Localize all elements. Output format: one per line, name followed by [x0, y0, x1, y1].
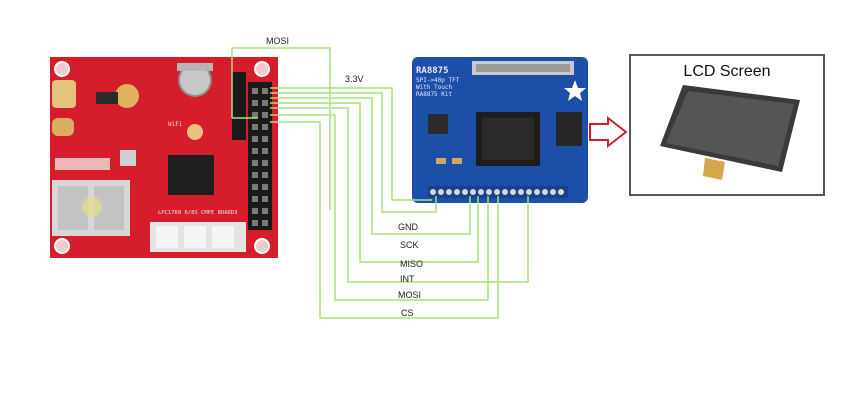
reset-button	[120, 150, 136, 166]
wire-cs	[270, 121, 499, 319]
controller-board: RA8875 SPI->40p TFT With Touch RA8875 Ki…	[412, 57, 588, 203]
ra8875-chip-face	[482, 118, 534, 160]
led	[82, 197, 102, 217]
button	[52, 118, 74, 136]
pin-header-left	[55, 158, 110, 170]
label-sck: SCK	[400, 240, 419, 250]
terminal-slot	[156, 226, 178, 248]
header-pins	[252, 88, 268, 226]
logo-star-icon	[564, 80, 586, 101]
wire-int	[270, 107, 529, 283]
board-silk-line-1: SPI->40p TFT	[416, 77, 460, 84]
label-cs: CS	[401, 308, 414, 318]
board-silk-line-2: With Touch	[416, 84, 453, 91]
mounting-hole	[54, 61, 70, 77]
wires	[231, 47, 529, 319]
label-int: INT	[400, 274, 415, 284]
lcd-panel-face	[666, 91, 794, 166]
mounting-hole	[254, 61, 270, 77]
label-gnd: GND	[398, 222, 419, 232]
board-title: RA8875	[416, 66, 449, 76]
led	[187, 124, 203, 140]
controller-pins	[430, 189, 564, 195]
power-jack	[52, 80, 76, 108]
wire-sck	[270, 97, 471, 235]
capacitor	[452, 158, 462, 164]
mounting-hole	[254, 238, 270, 254]
lcd-screen-panel: LCD Screen	[629, 54, 825, 196]
label-3v3: 3.3V	[345, 74, 364, 84]
label-mosi: MOSI	[398, 290, 421, 300]
wire-mosi	[270, 114, 489, 301]
touch-controller-chip	[556, 112, 582, 146]
inductor	[428, 114, 448, 134]
led	[115, 84, 139, 108]
right-arrow-icon	[589, 115, 628, 149]
regulator	[96, 92, 118, 104]
terminal-slot	[212, 226, 234, 248]
terminal-slot	[184, 226, 206, 248]
lcd-flex-cable	[703, 158, 725, 180]
pin-header-right	[248, 82, 272, 230]
mcu-silk-label: LPC1768 6/8S CMPE BOARD3	[158, 210, 237, 216]
mcu-chip	[168, 155, 214, 195]
mcu-board: WiFi LPC1768 6/8S CMPE BOARD3	[50, 57, 278, 258]
wifi-label: WiFi	[168, 121, 183, 128]
battery-clip	[177, 63, 213, 71]
capacitor	[436, 158, 446, 164]
label-mosi-top: MOSI	[266, 36, 289, 46]
mounting-hole	[54, 238, 70, 254]
board-silk-line-3: RA8875 Kit	[416, 91, 453, 98]
wire-mosi-top	[231, 47, 331, 210]
label-miso: MISO	[400, 259, 423, 269]
fpc-slot	[476, 64, 570, 72]
wire-3v3	[270, 87, 432, 201]
lcd-screen-title: LCD Screen	[683, 63, 770, 80]
wire-miso	[270, 102, 479, 263]
pin-header-inner	[232, 72, 246, 140]
wire-gnd	[270, 92, 437, 213]
